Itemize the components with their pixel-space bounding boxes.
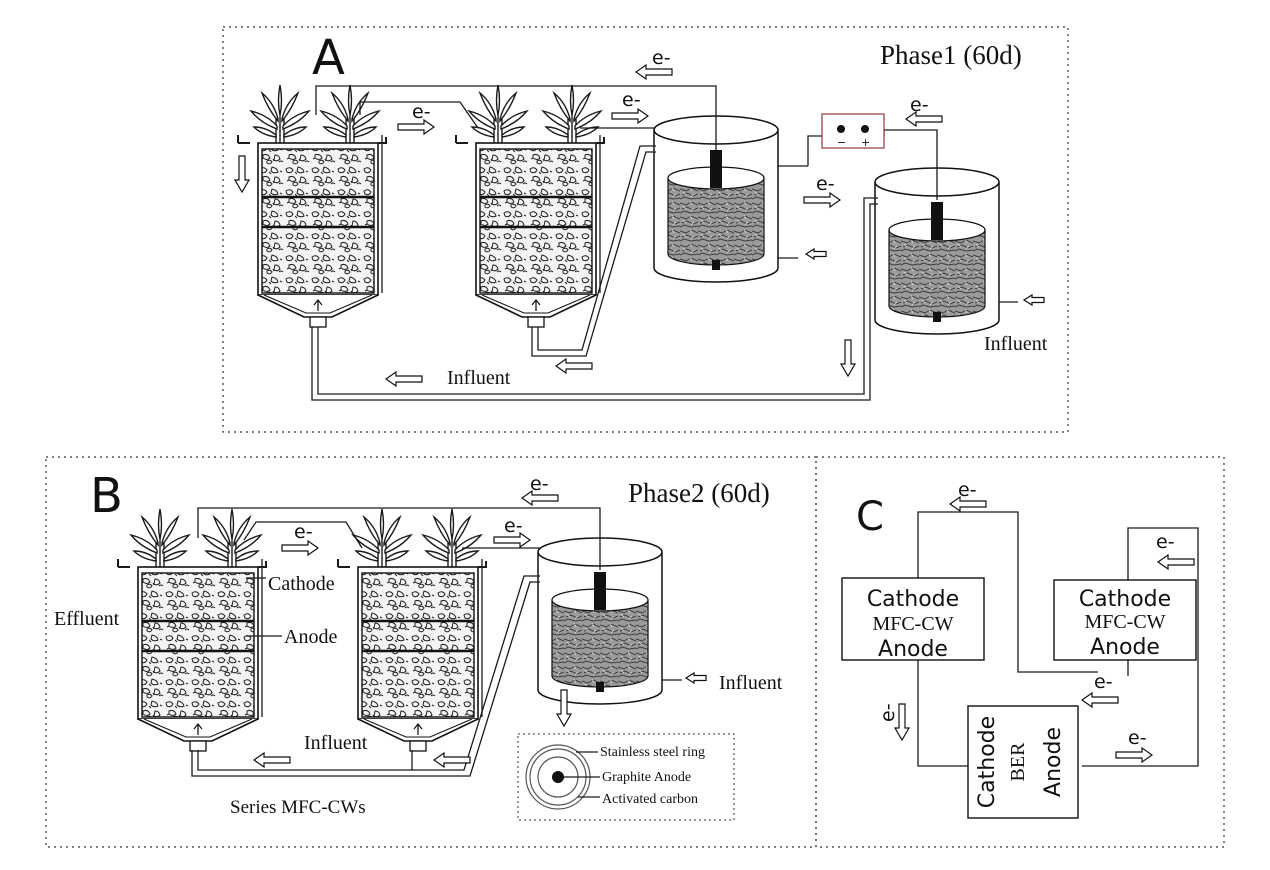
- panel-c-box-ber: [967, 705, 1079, 819]
- legend-graphite: [552, 771, 564, 783]
- plant-icon: [352, 508, 412, 568]
- panel-b-phase: Phase2 (60d): [628, 478, 770, 508]
- flow-arrow-icon: [805, 248, 827, 260]
- flow-arrow-icon: [253, 752, 291, 768]
- panel-a-pipe-bottom: [311, 203, 878, 401]
- flow-arrow-icon: [1023, 294, 1045, 306]
- panel-a-wire-mid: [359, 101, 479, 129]
- electron-arrow-icon: [281, 540, 319, 556]
- electron-arrow-icon: [1115, 747, 1153, 763]
- panel-c-wire-left: [917, 660, 968, 767]
- panel-a-pipe-bottom-inner: [317, 197, 878, 395]
- power-minus-label: −: [837, 136, 846, 149]
- panel-b-pipe-bottom: [191, 581, 540, 777]
- panel-b-influent-right: Influent: [719, 672, 783, 694]
- power-plus-terminal: [861, 125, 869, 133]
- flow-arrow-icon: [234, 155, 250, 193]
- panel-b-reactor-1: [116, 557, 268, 753]
- panel-b-caption: Series MFC-CWs: [230, 797, 366, 818]
- panel-c-wire-top: [917, 511, 1098, 673]
- panel-b-influent-mid: Influent: [304, 732, 368, 754]
- panel-c-box-left: [841, 577, 985, 661]
- flow-arrow-icon: [685, 672, 707, 684]
- panel-c-ber-left: Cathode: [975, 716, 1000, 808]
- panel-b-anode-label: Anode: [284, 626, 337, 648]
- plant-icon: [422, 508, 482, 568]
- panel-c-wire-right: [1082, 527, 1199, 767]
- electron-arrow-icon: [1081, 692, 1119, 708]
- panel-a-electron-label: e-: [910, 94, 929, 116]
- panel-b-electron-label: e-: [294, 521, 313, 543]
- panel-a-influent-right: Influent: [984, 333, 1048, 355]
- panel-b-cathode-label: Cathode: [268, 573, 335, 595]
- legend-graphite-label: Graphite Anode: [602, 770, 691, 785]
- panel-c-right-mid: MFC-CW: [1084, 611, 1165, 633]
- panel-b-wire-top: [197, 507, 601, 570]
- panel-a-pipe-r2-inner: [537, 145, 656, 351]
- flow-arrow-icon: [433, 752, 471, 768]
- legend-carbon-label: Activated carbon: [602, 792, 698, 807]
- panel-b-wire-mid: [243, 521, 363, 549]
- panel-c-letter: C: [856, 494, 884, 540]
- plant-icon: [468, 84, 528, 144]
- panel-b-electron-label: e-: [530, 473, 549, 495]
- panel-b-pipe-bottom-inner: [197, 575, 540, 771]
- panel-b-reactor-2: [336, 557, 488, 753]
- panel-c-right-top: Cathode: [1079, 587, 1171, 612]
- panel-c-right-bottom: Anode: [1090, 635, 1160, 660]
- panel-a-phase: Phase1 (60d): [880, 40, 1022, 70]
- panel-a-letter: A: [312, 30, 345, 86]
- plant-icon: [250, 84, 310, 144]
- panel-c-ber-right: Anode: [1041, 727, 1066, 797]
- panel-c-electron-label: e-: [958, 479, 977, 501]
- electron-arrow-icon: [803, 192, 841, 208]
- electron-arrow-icon: [611, 108, 649, 124]
- panel-a-wire-top: [315, 85, 717, 150]
- panel-a-reactor-2: [454, 133, 606, 329]
- panel-a-electron-label: e-: [622, 89, 641, 111]
- panel-a-reactor-1: [236, 133, 388, 329]
- panel-a-pipe-r2: [531, 151, 656, 357]
- panel-c-electron-label: e-: [1094, 671, 1113, 693]
- plant-icon: [542, 84, 602, 144]
- panel-c-left-top: Cathode: [867, 587, 959, 612]
- panel-a-wire-cell: [807, 135, 823, 166]
- panel-c-electron-label: e-: [1156, 531, 1175, 553]
- panel-c-electron-label: e-: [877, 703, 899, 722]
- panel-b-frame: [45, 456, 817, 848]
- panel-c-electron-label: e-: [1128, 727, 1147, 749]
- panel-a-influent-label: Influent: [447, 367, 511, 389]
- panel-a-electron-label: e-: [412, 101, 431, 123]
- power-supply-icon: [821, 113, 885, 149]
- panel-b-effluent-label: Effluent: [54, 608, 120, 630]
- flow-arrow-icon: [385, 371, 423, 387]
- plant-icon: [320, 84, 380, 144]
- panel-b-electron-label: e-: [504, 515, 523, 537]
- panel-b-letter: B: [90, 468, 123, 524]
- electron-arrow-icon: [1157, 554, 1195, 570]
- plant-icon: [202, 508, 262, 568]
- legend-box: [517, 733, 735, 821]
- flow-arrow-icon: [840, 339, 856, 377]
- panel-c-left-bottom: Anode: [878, 637, 948, 662]
- panel-c-ber-mid: BER: [1007, 742, 1029, 782]
- flow-arrow-icon: [555, 358, 593, 374]
- panel-a-electron-label: e-: [652, 47, 671, 69]
- power-plus-label: +: [861, 136, 870, 149]
- plant-icon: [130, 508, 190, 568]
- power-minus-terminal: [837, 125, 845, 133]
- legend-ring-label: Stainless steel ring: [600, 745, 705, 760]
- panel-c-left-mid: MFC-CW: [872, 613, 953, 635]
- panel-a-electron-label: e-: [816, 173, 835, 195]
- panel-c-box-right: [1053, 579, 1197, 661]
- panel-c-frame: [815, 456, 1225, 848]
